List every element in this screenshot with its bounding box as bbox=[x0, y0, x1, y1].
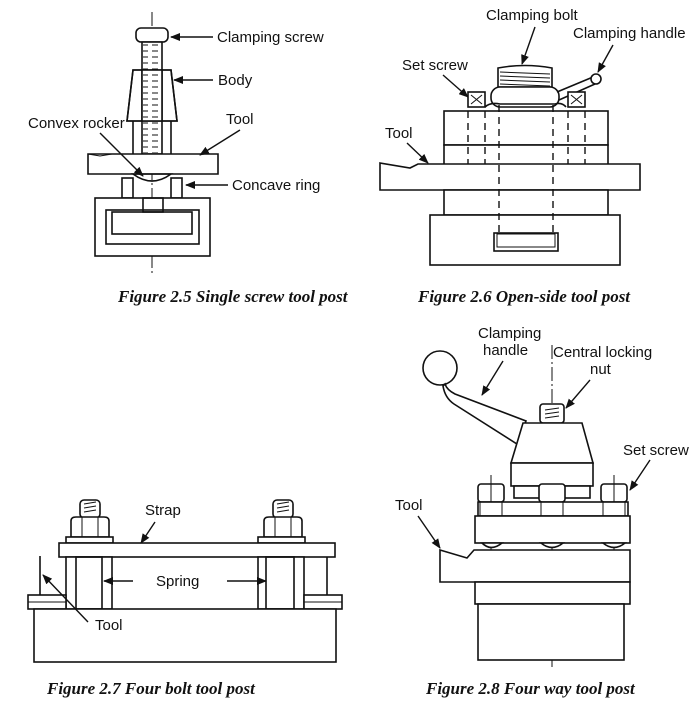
nut-left bbox=[70, 516, 110, 538]
caption-figure-2-5: Figure 2.5 Single screw tool post bbox=[117, 287, 349, 306]
clamping-handle-knob bbox=[590, 73, 602, 85]
label-clamping-screw: Clamping screw bbox=[217, 29, 324, 46]
tool bbox=[439, 548, 631, 583]
tool bbox=[87, 153, 219, 175]
figure-2-8-four-way-tool-post: Clamping handle Central locking nut Set … bbox=[395, 325, 689, 698]
label-convex-rocker: Convex rocker bbox=[28, 115, 125, 132]
label-spring: Spring bbox=[156, 573, 199, 590]
base-block bbox=[429, 214, 621, 266]
label-set-screw: Set screw bbox=[402, 57, 468, 74]
label-clamping-handle-line2: handle bbox=[483, 342, 528, 359]
label-tool: Tool bbox=[95, 617, 123, 634]
strap bbox=[58, 542, 336, 558]
clamping-handle bbox=[442, 382, 528, 446]
base-block bbox=[33, 608, 337, 663]
label-clamping-bolt: Clamping bolt bbox=[486, 7, 579, 24]
clamping-handle-ball bbox=[422, 350, 458, 386]
t-slot-block bbox=[111, 211, 193, 235]
caption-figure-2-8: Figure 2.8 Four way tool post bbox=[425, 679, 636, 698]
figure-2-6-open-side-tool-post: Clamping bolt Clamping handle Set screw … bbox=[379, 7, 686, 306]
concave-ring-left bbox=[121, 177, 134, 199]
label-clamping-handle: Clamping handle bbox=[573, 25, 686, 42]
nut-right bbox=[263, 516, 303, 538]
clamping-block bbox=[474, 515, 631, 544]
caption-figure-2-6: Figure 2.6 Open-side tool post bbox=[417, 287, 631, 306]
label-strap: Strap bbox=[145, 502, 181, 519]
label-central-locking-nut-line2: nut bbox=[590, 361, 612, 378]
concave-ring-right bbox=[170, 177, 183, 199]
caption-figure-2-7: Figure 2.7 Four bolt tool post bbox=[46, 679, 256, 698]
set-screw-2 bbox=[538, 483, 566, 503]
clamping-screw-head bbox=[135, 27, 169, 43]
label-set-screw: Set screw bbox=[623, 442, 689, 459]
column bbox=[477, 603, 625, 661]
base-block bbox=[94, 197, 211, 257]
label-tool: Tool bbox=[385, 125, 413, 142]
label-central-locking-nut-line1: Central locking bbox=[553, 344, 652, 361]
figure-2-5-single-screw-tool-post: Clamping screw Body Convex rocker Tool C… bbox=[28, 12, 349, 306]
clamping-nut bbox=[490, 86, 560, 108]
label-clamping-handle-line1: Clamping bbox=[478, 325, 541, 342]
figure-2-7-four-bolt-tool-post: Strap Spring Tool Figure 2.7 Four bolt t… bbox=[27, 499, 343, 698]
label-tool: Tool bbox=[226, 111, 254, 128]
t-slot bbox=[493, 232, 559, 252]
label-tool: Tool bbox=[395, 497, 423, 514]
label-concave-ring: Concave ring bbox=[232, 177, 320, 194]
tool bbox=[379, 162, 641, 191]
label-body: Body bbox=[218, 72, 253, 89]
tool-post-head bbox=[509, 422, 595, 464]
